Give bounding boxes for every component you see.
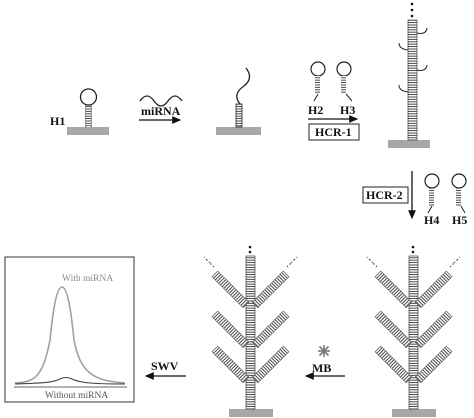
mirna-strand-icon bbox=[139, 95, 183, 107]
h3-label: H3 bbox=[340, 103, 355, 117]
h2-hairpin bbox=[310, 61, 326, 102]
swv-plot: With miRNA Without miRNA bbox=[4, 256, 135, 403]
mirna-label: miRNA bbox=[141, 104, 181, 118]
mirna-arrow: miRNA bbox=[139, 95, 183, 124]
h4-hairpin bbox=[424, 173, 440, 214]
electrode-1 bbox=[67, 127, 109, 135]
hcr1-box: HCR-1 bbox=[308, 123, 360, 141]
h3-hairpin bbox=[336, 61, 353, 102]
h1-hairpin-probe bbox=[67, 88, 109, 135]
mb-arrow: MB bbox=[304, 345, 345, 380]
swv-label: SWV bbox=[151, 359, 179, 373]
swv-arrow: SWV bbox=[144, 359, 186, 380]
mb-label: MB bbox=[312, 361, 331, 375]
branched-structure-right bbox=[366, 245, 461, 417]
h5-hairpin bbox=[451, 173, 467, 214]
electrode-2 bbox=[216, 127, 261, 135]
methylene-blue-star-icon bbox=[318, 345, 330, 357]
without-mirna-label: Without miRNA bbox=[45, 391, 108, 401]
h5-label: H5 bbox=[452, 213, 467, 227]
electrode-4 bbox=[392, 409, 436, 417]
hcr1-label: HCR-1 bbox=[315, 125, 352, 139]
electrode-5 bbox=[229, 409, 273, 417]
without-mirna-curve bbox=[14, 376, 126, 385]
with-mirna-curve bbox=[14, 286, 126, 384]
hcr2-box: HCR-2 bbox=[362, 186, 409, 204]
h2-label: H2 bbox=[308, 103, 323, 117]
h4-label: H4 bbox=[424, 213, 439, 227]
h1-mirna-duplex bbox=[216, 67, 261, 135]
branched-structure-left bbox=[203, 245, 298, 417]
with-mirna-label: With miRNA bbox=[62, 274, 113, 284]
hcr1-product bbox=[388, 2, 430, 148]
electrode-3 bbox=[388, 140, 430, 148]
hcr2-label: HCR-2 bbox=[366, 188, 403, 202]
h1-label: H1 bbox=[50, 114, 65, 128]
